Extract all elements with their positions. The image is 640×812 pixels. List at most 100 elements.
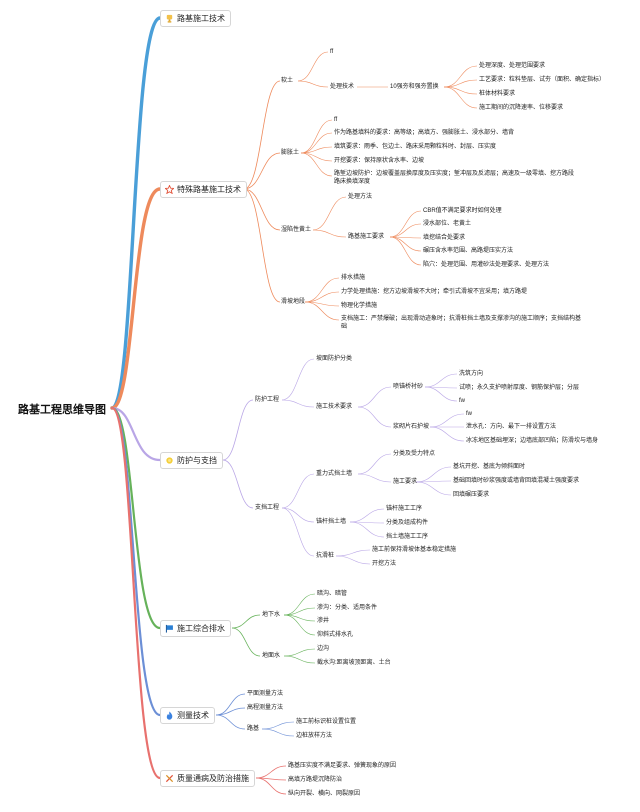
connector [349,508,385,523]
branch-connector [110,187,162,410]
leaf: 边桩放样方法 [296,733,333,739]
node-gravity-wall: 重力式挡土墙 [316,471,353,477]
leaf: 锚杆施工工序 [386,506,423,512]
node-soft-soil: 软土 [281,78,294,84]
node-soft-method: 处理技术 [330,84,355,90]
node-shotcrete: 喷锚桥衬砂 [393,384,424,390]
branch-roadbed-construction[interactable]: 路基施工技术 [160,10,231,27]
leaf: 路基压实度不满足要求、弹簧现象的原因 [288,763,397,769]
branch-label: 路基施工技术 [177,14,225,23]
node-slope-protection: 防护工程 [255,397,280,403]
connector [300,152,333,162]
connector [283,593,316,616]
connector [231,627,261,657]
connector [443,79,478,88]
leaf: 支档施工：严禁爆破；出现滑动迹象时；抗滑桩挡土墙及支撑渗沟的施工顺序；支挡结构基… [341,316,582,330]
branch-label: 质量通病及防治措施 [177,774,249,783]
leaf: 填挖结合处要求 [423,235,466,241]
connector [335,549,371,557]
connector [304,301,340,321]
node-roadbed: 路基 [247,726,260,732]
connector [281,507,315,523]
node-surface-water: 地面水 [262,653,281,659]
connector [389,223,422,238]
branch-special-roadbed[interactable]: 特殊路基施工技术 [160,181,247,198]
leaf: 洗筑方向 [459,371,484,377]
branch-survey[interactable]: 测量技术 [160,707,215,724]
leaf: 高填方路堤沉降防治 [288,777,343,783]
connector [222,399,254,461]
leaf: 平面测量方法 [247,691,284,697]
connector [357,453,392,475]
leaf: 渗沟：分类、适用条件 [317,605,378,611]
leaf: 开挖方法 [372,561,397,567]
node-expansive-soil: 膨胀土 [281,150,300,156]
leaf: 施工期间的沉降速率、位移要求 [479,105,564,111]
flag-icon [165,624,173,633]
leaf: 物理化学措施 [341,303,378,309]
trophy-icon [166,14,173,23]
leaf: 施工前保持滑坡体基本稳定措施 [372,547,457,553]
node-construction-req: 施工技术要求 [316,404,353,410]
connector [357,386,392,408]
branch-drainage[interactable]: 施工综合排水 [160,620,231,637]
root-title: 路基工程思维导图 [18,404,106,416]
connector [215,714,246,730]
leaf: 基础回填时砂浆强度或墙背回填混凝土强度要求 [453,478,580,484]
branch-label: 特殊路基施工技术 [177,185,241,194]
connector [300,152,333,177]
connector [215,693,246,716]
connector [243,80,281,190]
node-anti-slide-pile: 抗滑桩 [316,553,335,559]
branch-connector [110,16,162,410]
connector [349,521,385,538]
leaf: 排水措施 [341,275,366,281]
connector [261,721,295,730]
connector [222,459,254,509]
connector [231,614,261,629]
leaf: 路堑边坡防护：边坡覆盖层换厚度及压实度；堑冲层及反滤层；高速及一级零填、挖方路段… [334,171,575,185]
node-masonry: 浆砌片石护坡 [393,424,430,430]
node-collapsible-loess: 湿陷性黄土 [281,227,312,233]
branch-protection-support[interactable]: 防护与支挡 [160,452,223,469]
connector [243,152,281,190]
branch-label: 防护与支挡 [177,456,217,465]
branch-label: 施工综合排水 [177,624,225,633]
flame-icon [166,711,173,720]
connector [415,481,452,496]
leaf: 桩体材料要求 [479,91,516,97]
leaf: 截水沟:距离坡顶距离、土台 [317,660,391,666]
node-retaining-works: 支挡工程 [255,505,280,511]
sun-icon [166,457,173,464]
leaf: ff [334,117,338,123]
leaf: 分类及受力特点 [393,451,436,457]
connector [443,65,478,88]
connector [283,648,316,657]
connector [297,80,329,88]
connector [261,728,295,737]
leaf: 作为路基填料的要求：高等级；高填方、强膨胀土、浸水部分、墙背 [334,130,515,136]
leaf: 高程测量方法 [247,705,284,711]
node-loess-method: 处理方法 [348,194,373,200]
leaf: 坡面防护分类 [316,356,353,362]
connector [255,777,287,795]
leaf: 边沟 [317,646,330,652]
connector [389,236,422,252]
connector [429,413,465,428]
connector [335,555,371,565]
branch-connector [110,406,162,780]
branch-quality[interactable]: 质量通病及防治措施 [160,770,255,787]
branch-connector [110,406,162,462]
leaf: 回填碾压要求 [453,492,490,498]
connector [281,473,315,509]
leaf: 纵向开裂、横向、网裂原因 [288,791,361,797]
leaf: CBR值不满足要求时如何处理 [423,208,502,214]
connector [283,607,316,616]
star-icon [165,185,174,194]
connector [300,119,333,154]
connector [281,507,315,557]
branch-connector [110,406,162,717]
connector [243,188,281,231]
connector [300,132,333,154]
node-groundwater: 地下水 [262,612,281,618]
